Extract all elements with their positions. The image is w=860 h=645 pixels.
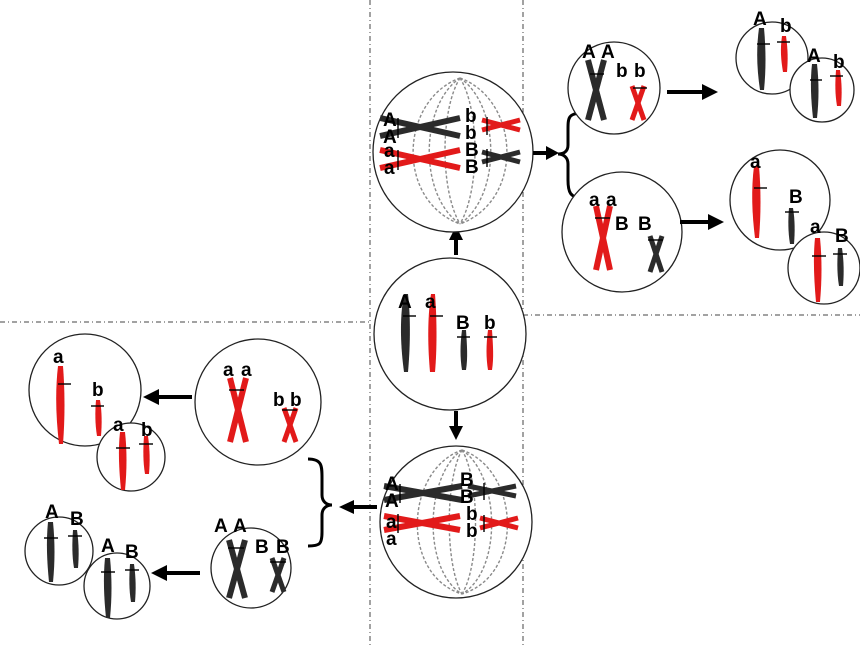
daughter-cell-ab-1: a b (28, 333, 142, 447)
label-a: a (384, 141, 395, 162)
metaphase-cell-bottom: A A B B a a b b (379, 445, 533, 599)
chromosome-pair-AA (379, 115, 461, 139)
arrow-to-ab (143, 389, 192, 405)
label-B: B (789, 187, 803, 208)
label-b: b (634, 61, 646, 82)
label-A: A (807, 46, 821, 67)
label-b: b (616, 61, 628, 82)
label-A: A (383, 110, 397, 131)
label-b: b (273, 390, 285, 411)
chromosome-pair-bb (479, 515, 519, 532)
label-B: B (465, 157, 479, 178)
label-b: b (141, 420, 153, 441)
label-A: A (582, 42, 596, 63)
label-A: A (214, 516, 228, 537)
spindle-fibers (412, 77, 508, 225)
daughter-cell-Ab-1: A b (735, 9, 809, 95)
label-B: B (255, 537, 269, 558)
arrow-to-AB (151, 565, 200, 581)
cell-aa-BB: a a B B (561, 171, 683, 293)
label-b: b (465, 123, 477, 144)
arrow-to-aB (680, 214, 724, 230)
arrow-top-right (533, 146, 559, 160)
label-a: a (425, 292, 436, 313)
label-A: A (601, 42, 615, 63)
label-B: B (638, 214, 652, 235)
label-b: b (465, 106, 477, 127)
label-B: B (460, 470, 474, 491)
label-A: A (45, 502, 59, 523)
label-A: A (385, 474, 399, 495)
label-B: B (460, 487, 474, 508)
label-a: a (750, 152, 761, 173)
arrow-bottom-left (339, 500, 377, 514)
arrow-up (449, 226, 463, 255)
metaphase-cell-top: A A a a b b B B (372, 71, 534, 233)
cell-aa-bb: a a b b (194, 338, 322, 466)
label-b: b (780, 16, 792, 37)
daughter-cell-AB-1: A B (24, 502, 94, 586)
label-a: a (589, 190, 600, 211)
arrow-to-Ab (667, 84, 718, 100)
label-B: B (835, 226, 849, 247)
chromosome-pair-bb (481, 117, 521, 135)
label-A: A (753, 9, 767, 30)
chromosome-A (400, 294, 410, 372)
parent-cell: A a B b (373, 257, 527, 411)
daughter-cell-AB-2: A B (83, 536, 151, 620)
label-b: b (484, 313, 496, 334)
label-A: A (233, 516, 247, 537)
chromosome-pair-aa (379, 147, 461, 171)
chromosome-pair-BB (467, 483, 517, 500)
brace-bottom (307, 457, 333, 548)
label-A: A (101, 536, 115, 557)
label-a: a (384, 158, 395, 179)
daughter-cell-Ab-2: A b (789, 46, 855, 123)
chromosome-pair-AA (383, 483, 463, 503)
chromosome-B (460, 330, 468, 370)
label-a: a (386, 512, 397, 533)
arrow-down (449, 411, 463, 440)
label-A: A (383, 127, 397, 148)
label-a: a (606, 190, 617, 211)
label-A: A (398, 292, 412, 313)
label-a: a (53, 347, 64, 368)
cell-AA-bb: A A b b (567, 41, 661, 135)
brace-top (557, 111, 584, 200)
label-a: a (113, 415, 124, 436)
cell-AA-BB: A A B B (210, 516, 292, 609)
label-b: b (290, 390, 302, 411)
label-a: a (810, 217, 821, 238)
label-b: b (833, 52, 845, 73)
label-a: a (223, 360, 234, 381)
chromosome-pair-BB (481, 149, 521, 167)
label-B: B (125, 542, 139, 563)
label-A: A (385, 491, 399, 512)
label-a: a (386, 529, 397, 550)
chromosome-a (428, 294, 437, 372)
daughter-cell-ab-2: a b (96, 415, 166, 492)
label-B: B (615, 214, 629, 235)
label-b: b (466, 521, 478, 542)
daughter-cell-aB-2: a B (787, 217, 860, 305)
chromosome-b (486, 330, 494, 370)
label-B: B (456, 313, 470, 334)
label-a: a (241, 360, 252, 381)
label-b: b (466, 504, 478, 525)
label-B: B (465, 140, 479, 161)
daughter-cell-aB-1: a B (729, 149, 831, 251)
label-b: b (92, 380, 104, 401)
chromosome-pair-aa (383, 513, 461, 533)
label-B: B (276, 537, 290, 558)
label-B: B (70, 509, 84, 530)
